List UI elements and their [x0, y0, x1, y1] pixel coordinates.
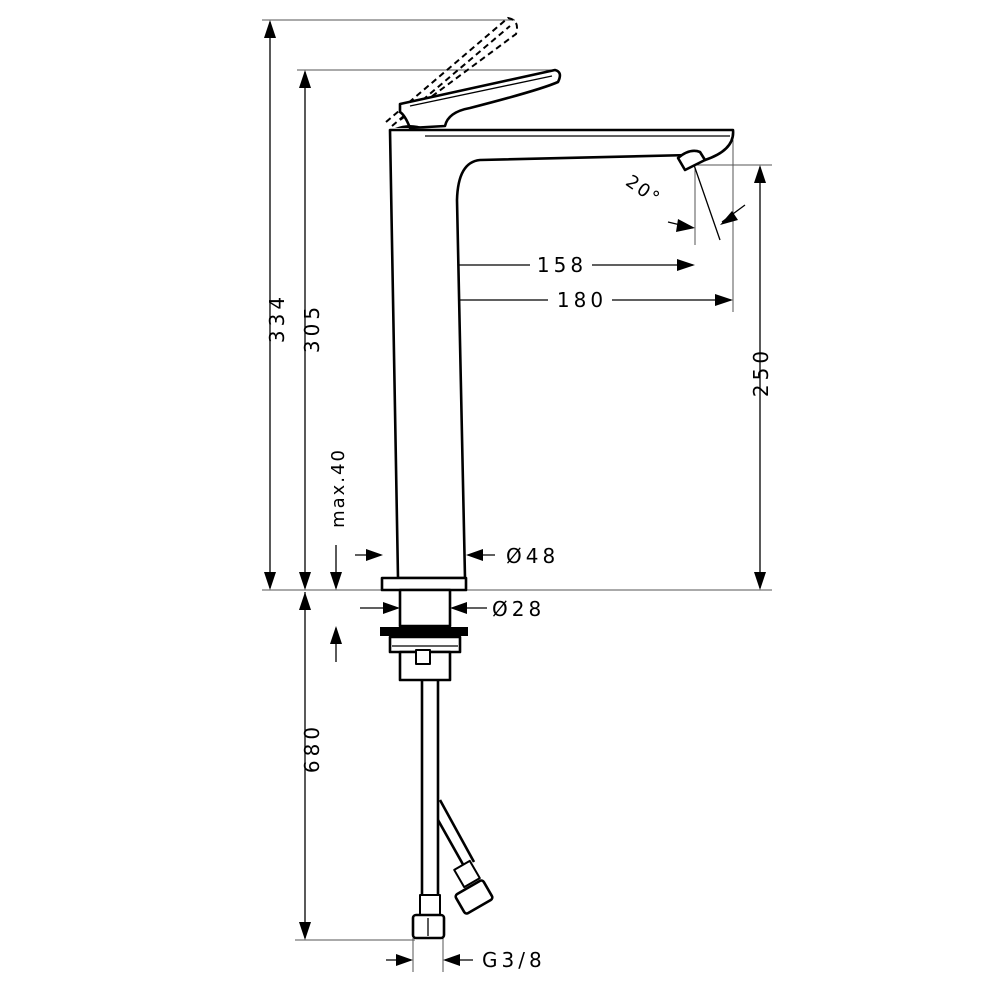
label-158: 158 — [537, 253, 587, 277]
supply-hose-2 — [436, 799, 494, 915]
label-d48: Ø48 — [506, 544, 559, 568]
label-680: 680 — [300, 723, 324, 773]
dimension-305 — [299, 70, 311, 590]
label-305: 305 — [300, 303, 324, 353]
lever-handle — [395, 68, 562, 130]
faucet-body — [388, 128, 735, 580]
label-g38: G3/8 — [482, 948, 546, 972]
aerator — [676, 149, 707, 172]
dimension-g38 — [386, 954, 473, 966]
label-180: 180 — [557, 288, 607, 312]
dimension-d48 — [355, 549, 495, 561]
dimension-250 — [754, 165, 766, 590]
dimension-680 — [299, 592, 311, 940]
label-334: 334 — [265, 293, 289, 343]
dimension-334 — [264, 20, 276, 590]
dimension-max40 — [330, 545, 342, 662]
supply-hose-1 — [411, 680, 446, 940]
label-d28: Ø28 — [492, 597, 545, 621]
label-angle: 20° — [622, 171, 665, 210]
label-max40: max.40 — [328, 448, 349, 528]
mounting-assembly — [380, 576, 468, 682]
label-250: 250 — [749, 347, 773, 397]
dimension-d28 — [360, 602, 487, 614]
dimension-angle — [667, 164, 746, 241]
